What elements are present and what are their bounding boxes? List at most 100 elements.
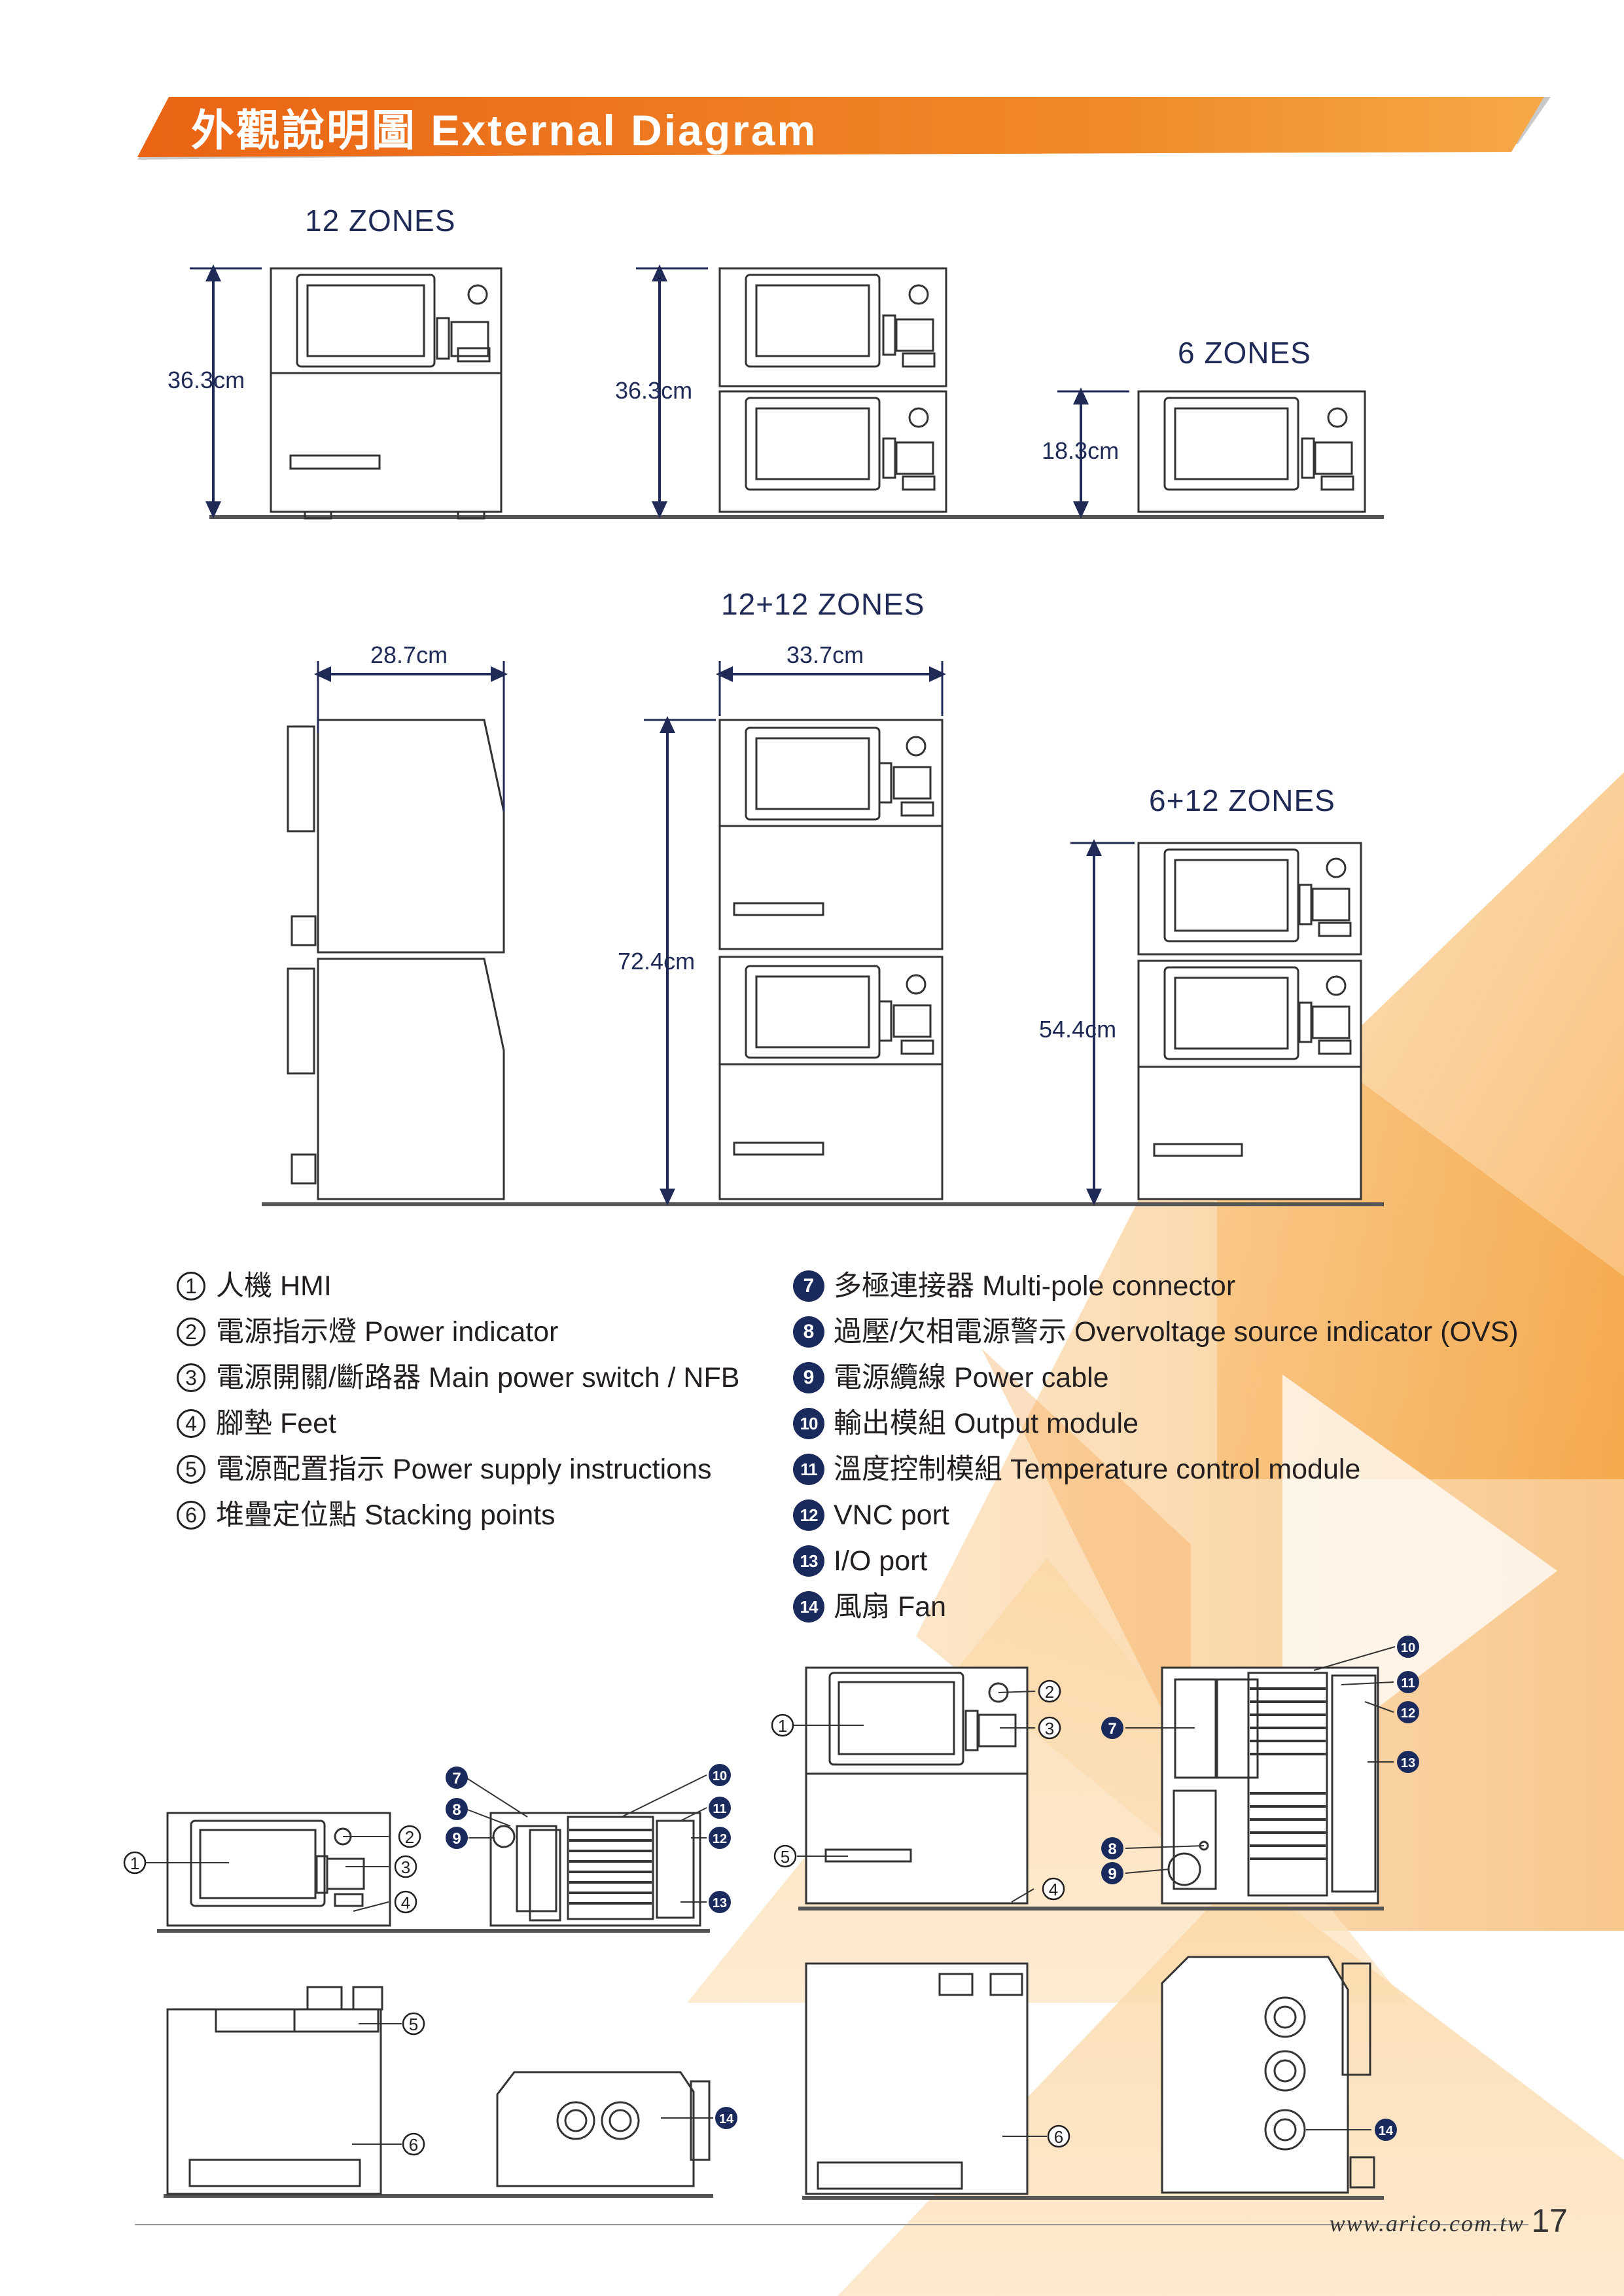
legend-item-11: 11 溫度控制模組 Temperature control module: [793, 1446, 1519, 1492]
label-6-zones: 6 ZONES: [1178, 336, 1311, 370]
callout-label: 4: [401, 1893, 410, 1912]
dim-height-6: 18.3cm: [1042, 437, 1120, 464]
legend-item-9: 9 電源纜線 Power cable: [793, 1355, 1519, 1401]
callout-number: 5: [177, 1455, 205, 1484]
legend-text: 腳墊 Feet: [216, 1408, 336, 1439]
label-12-12-zones: 12+12 ZONES: [721, 587, 925, 621]
callout-7-left: 7: [446, 1767, 468, 1789]
footer-url: www.arico.com.tw: [1329, 2210, 1525, 2236]
callout-label: 3: [1045, 1719, 1054, 1738]
diagram-12-zones: [190, 264, 1384, 1206]
legend-text: 溫度控制模組 Temperature control module: [834, 1454, 1361, 1485]
callout-10-left: 10: [709, 1764, 731, 1786]
legend-text: 電源纜線 Power cable: [834, 1362, 1109, 1393]
callout-label: 12: [1401, 1706, 1415, 1721]
callout-label: 4: [1049, 1880, 1058, 1899]
callout-1-right: 1: [771, 1713, 794, 1737]
callout-label: 10: [1401, 1641, 1415, 1655]
callout-14-right: 14: [1375, 2119, 1397, 2141]
callout-label: 9: [452, 1830, 461, 1848]
callout-number: 10: [793, 1408, 824, 1439]
callout-label: 8: [452, 1801, 461, 1819]
callout-label: 5: [409, 2015, 418, 2034]
header-banner: [137, 97, 1551, 160]
legend-text: 堆疊定位點 Stacking points: [216, 1499, 556, 1531]
callout-number: 2: [177, 1318, 205, 1346]
dim-height-12-12: 72.4cm: [618, 948, 696, 975]
callout-label: 5: [781, 1847, 790, 1867]
callout-label: 14: [1379, 2124, 1394, 2138]
callout-number: 6: [177, 1501, 205, 1530]
legend-text: 過壓/欠相電源警示 Overvoltage source indicator (…: [834, 1316, 1519, 1348]
page-number: 17: [1531, 2202, 1568, 2239]
legend-text: 電源開關/斷路器 Main power switch / NFB: [216, 1362, 740, 1393]
dim-width-side: 28.7cm: [370, 641, 448, 668]
callouts-filled: 7 8 9 10 11 12 13 7 8 9 10 11 12 13 14 1…: [446, 1636, 1419, 2141]
callout-label: 8: [1108, 1840, 1116, 1858]
legend-text: 輸出模組 Output module: [834, 1408, 1139, 1439]
callout-11-left: 11: [709, 1797, 731, 1819]
callout-9-left: 9: [446, 1827, 468, 1849]
legend-item-5: 5 電源配置指示 Power supply instructions: [177, 1446, 739, 1492]
label-6-12-zones: 6+12 ZONES: [1149, 783, 1335, 817]
callout-6-bottom-right: 6: [1047, 2125, 1070, 2148]
legend-item-7: 7 多極連接器 Multi-pole connector: [793, 1263, 1519, 1309]
dim-height-12-stacked: 36.3cm: [615, 377, 693, 404]
callout-13-left: 13: [709, 1891, 731, 1913]
callout-12-left: 12: [709, 1827, 731, 1849]
callout-5-bottom: 5: [402, 2012, 425, 2036]
callout-label: 1: [778, 1716, 787, 1736]
callout-number: 1: [177, 1272, 205, 1300]
legend-text: 多極連接器 Multi-pole connector: [834, 1270, 1236, 1302]
callout-label: 14: [719, 2112, 734, 2126]
label-12-zones: 12 ZONES: [305, 204, 456, 238]
callout-8-left: 8: [446, 1798, 468, 1820]
legend-text: VNC port: [834, 1499, 949, 1531]
legend-item-13: 13 I/O port: [793, 1538, 1519, 1584]
callout-8-right: 8: [1101, 1837, 1123, 1859]
callout-label: 11: [713, 1802, 726, 1816]
callout-1-left: 1: [123, 1851, 147, 1874]
legend-item-10: 10 輸出模組 Output module: [793, 1401, 1519, 1446]
callout-label: 6: [409, 2135, 418, 2155]
callout-2-right: 2: [1038, 1679, 1061, 1703]
callout-2-left: 2: [398, 1825, 421, 1848]
callout-13-right: 13: [1397, 1751, 1419, 1773]
callout-label: 9: [1108, 1865, 1116, 1883]
callout-number: 7: [793, 1270, 824, 1302]
page-title: 外觀說明圖 External Diagram: [191, 106, 818, 154]
legend-right: 7 多極連接器 Multi-pole connector 8 過壓/欠相電源警示 O…: [793, 1263, 1519, 1630]
callout-9-right: 9: [1101, 1862, 1123, 1884]
callout-label: 3: [401, 1857, 410, 1877]
callout-5-right: 5: [773, 1844, 797, 1868]
legend-item-8: 8 過壓/欠相電源警示 Overvoltage source indicator …: [793, 1309, 1519, 1355]
callout-11-right: 11: [1397, 1671, 1419, 1693]
callout-number: 11: [793, 1454, 824, 1485]
callout-10-right: 10: [1397, 1636, 1419, 1658]
dim-width-front: 33.7cm: [786, 641, 864, 668]
legend-text: I/O port: [834, 1545, 928, 1577]
dim-height-6-12: 54.4cm: [1039, 1016, 1117, 1043]
callout-label: 7: [1108, 1720, 1116, 1738]
callout-number: 12: [793, 1499, 824, 1531]
legend-item-12: 12 VNC port: [793, 1492, 1519, 1538]
callouts-outlined: 1 2 3 4 1 2 3 5 4 5 6 6: [123, 1679, 1070, 2156]
callout-label: 6: [1054, 2127, 1063, 2147]
legend-text: 人機 HMI: [216, 1270, 332, 1302]
callout-number: 9: [793, 1362, 824, 1393]
callout-3-right: 3: [1038, 1716, 1061, 1740]
callout-3-left: 3: [394, 1855, 417, 1878]
dim-height-12-single: 36.3cm: [168, 367, 245, 393]
footer-divider: [135, 2224, 1528, 2225]
callout-label: 7: [452, 1770, 461, 1787]
callout-label: 2: [1045, 1682, 1054, 1702]
callout-number: 8: [793, 1316, 824, 1348]
callout-number: 13: [793, 1545, 824, 1577]
callout-4-left: 4: [394, 1890, 417, 1914]
legend-text: 電源配置指示 Power supply instructions: [216, 1454, 712, 1485]
